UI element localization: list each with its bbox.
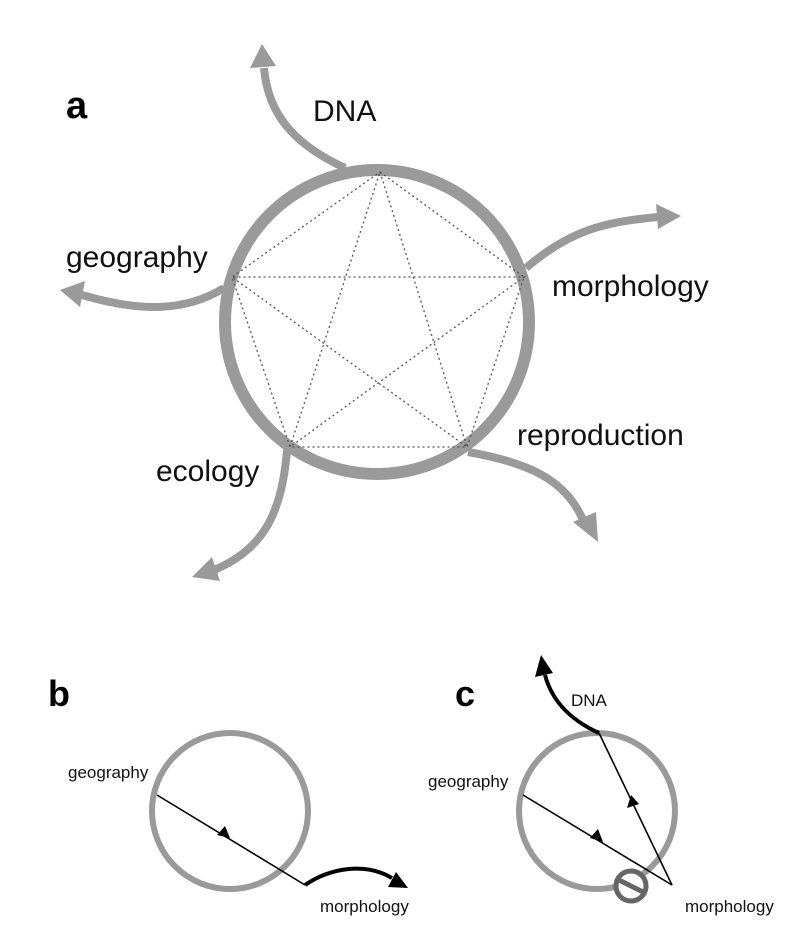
- flow-direction-arrowhead-up: [627, 795, 639, 808]
- geography-to-morphology-line: [156, 794, 306, 886]
- morphology-black-arrow: [303, 866, 408, 888]
- panel-b-letter: b: [48, 673, 70, 714]
- dna-arrow: [250, 44, 347, 172]
- label-morphology: morphology: [552, 270, 709, 303]
- label-reproduction: reproduction: [517, 419, 684, 452]
- label-dna: DNA: [571, 691, 608, 710]
- panel-b: b geography morphology: [48, 673, 409, 916]
- reproduction-arrow: [467, 448, 598, 542]
- label-geography: geography: [428, 772, 509, 791]
- flow-direction-arrowhead: [217, 826, 230, 838]
- flow-direction-arrowhead: [590, 829, 603, 842]
- prohibition-icon: [613, 868, 649, 904]
- panel-a: a DNA morphology: [60, 44, 709, 581]
- panel-c: c DNA geography morphology: [428, 655, 774, 916]
- label-dna: DNA: [313, 95, 376, 128]
- label-geography: geography: [66, 241, 208, 274]
- panel-b-ring: [149, 730, 311, 892]
- morphology-to-dna-line: [598, 732, 673, 886]
- panel-a-ring: [219, 164, 535, 480]
- panel-a-letter: a: [66, 85, 88, 127]
- ecology-arrow: [192, 449, 291, 581]
- label-ecology: ecology: [156, 455, 259, 488]
- geography-arrow: [60, 281, 227, 311]
- label-morphology: morphology: [685, 897, 774, 916]
- panel-c-ring: [516, 730, 678, 892]
- morphology-arrow: [523, 204, 681, 272]
- dotted-connections: [229, 169, 527, 449]
- panel-c-letter: c: [455, 673, 475, 714]
- label-geography: geography: [68, 763, 149, 782]
- label-morphology: morphology: [320, 897, 409, 916]
- dna-black-arrow: [535, 655, 600, 735]
